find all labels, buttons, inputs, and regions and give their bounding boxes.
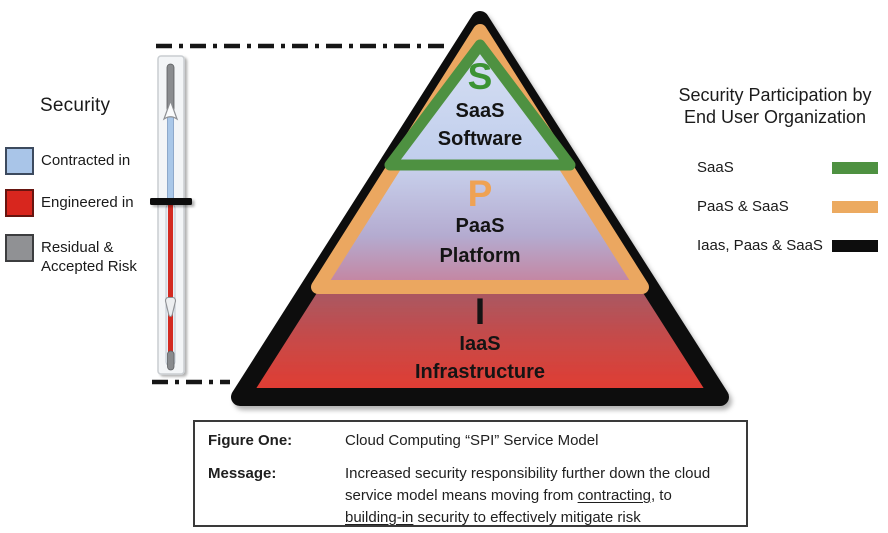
message-line2-pre: service model means moving from <box>345 487 578 504</box>
engineered-in-swatch <box>5 189 34 217</box>
left-panel-title: Security <box>40 95 111 116</box>
iaas-name: Infrastructure <box>414 361 546 383</box>
message-line1: Increased security responsibility furthe… <box>345 465 711 482</box>
engineered-in-label: Engineered in <box>41 194 134 211</box>
rp-saas-bar <box>832 162 878 174</box>
saas-acronym: SaaS <box>455 100 505 122</box>
message-line3: building-in security to effectively miti… <box>345 509 641 526</box>
saas-name: Software <box>437 128 523 150</box>
gauge-up-arrow-icon <box>162 99 179 121</box>
gauge-bottom-tip <box>167 350 175 371</box>
residual-risk-label: Residual & Accepted Risk <box>41 239 137 275</box>
pyramid-saas-layer <box>384 39 576 171</box>
paas-acronym: PaaS <box>455 215 505 237</box>
rp-paas-saas-label: PaaS & SaaS <box>697 198 789 215</box>
message-line3-underlined: building-in <box>345 509 414 526</box>
message-line2-post: , to <box>650 487 672 504</box>
gauge-blue-segment <box>167 115 174 205</box>
iaas-letter: I <box>474 291 486 332</box>
legend-row-engineered: Engineered in <box>5 189 155 219</box>
right-panel-title-line2: End User Organization <box>683 106 867 127</box>
message-line2-underlined: contracting <box>577 487 651 504</box>
security-gauge <box>150 55 192 375</box>
gauge-drop-marker-icon <box>164 296 177 318</box>
right-panel-title: Security Participation by End User Organ… <box>660 85 888 128</box>
paas-name: Platform <box>439 245 521 267</box>
iaas-acronym: IaaS <box>459 333 501 355</box>
residual-risk-swatch <box>5 234 34 262</box>
legend-row-residual: Residual & Accepted Risk <box>5 234 155 275</box>
gauge-mid-marker-bar <box>150 198 192 205</box>
figure-text: Cloud Computing “SPI” Service Model <box>345 432 599 449</box>
contracted-in-label: Contracted in <box>41 152 131 169</box>
rp-saas-label: SaaS <box>697 159 734 176</box>
right-panel-title-line1: Security Participation by <box>678 85 872 105</box>
gauge-red-segment <box>168 204 173 354</box>
rp-iaas-paas-saas-bar <box>832 240 878 252</box>
saas-letter: S <box>467 56 493 97</box>
legend-row-contracted: Contracted in <box>5 147 155 177</box>
message-line3-post: security to effectively mitigate risk <box>413 509 641 526</box>
contracted-in-swatch <box>5 147 34 175</box>
rp-paas-saas-bar <box>832 201 878 213</box>
message-label: Message: <box>208 465 277 482</box>
message-line2: service model means moving from contract… <box>345 487 672 504</box>
paas-letter: P <box>467 173 493 214</box>
rp-iaas-paas-saas-label: Iaas, Paas & SaaS <box>697 237 823 254</box>
caption-box: Figure One: Cloud Computing “SPI” Servic… <box>193 420 748 527</box>
figure-label: Figure One: <box>208 432 293 449</box>
